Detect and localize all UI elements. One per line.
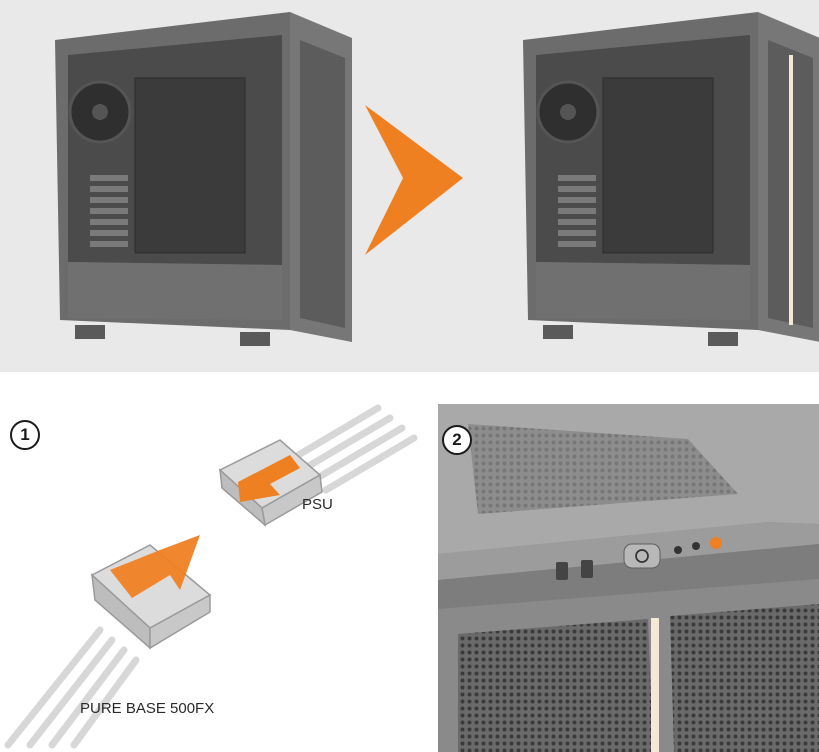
led-strip — [651, 618, 659, 752]
psu-label: PSU — [302, 496, 333, 513]
audio-jack-icon — [674, 546, 682, 554]
front-mesh-right — [670, 604, 819, 752]
accent-button — [710, 537, 722, 549]
front-io-closeup — [438, 404, 819, 752]
case-after — [523, 12, 819, 346]
audio-jack-icon — [692, 542, 700, 550]
arrow-right-icon — [355, 100, 470, 260]
front-mesh-left — [458, 619, 653, 752]
power-button — [624, 544, 660, 568]
case-connector — [92, 535, 210, 648]
usb-port-icon — [556, 562, 568, 580]
case-before — [55, 12, 352, 346]
usb-port-icon — [581, 560, 593, 578]
led-strip — [789, 55, 793, 325]
case-connector-label: PURE BASE 500FX — [80, 700, 214, 717]
step-2-badge: 2 — [442, 425, 472, 455]
